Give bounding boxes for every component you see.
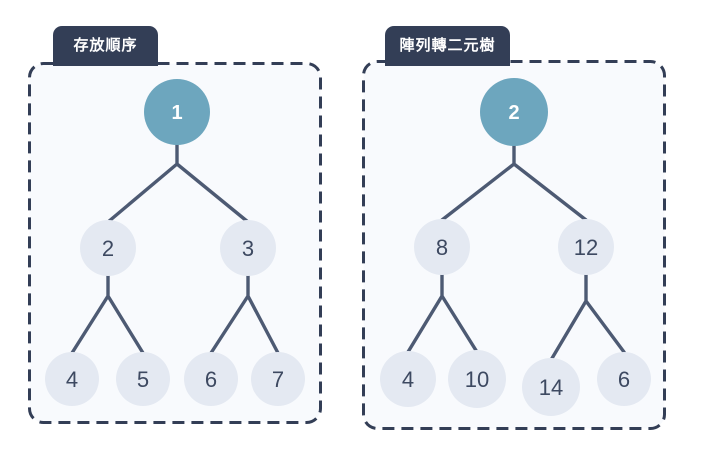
tree-root-value: 2 (508, 102, 519, 124)
panel-title-label: 存放順序 (73, 36, 138, 54)
tree-node-circle (522, 358, 580, 416)
tree-root-circle (144, 79, 210, 145)
tree-node-circle (448, 350, 506, 408)
tree-node-circle (220, 220, 276, 276)
tree-node-value: 6 (618, 367, 630, 392)
panel-title-storage-order: 存放順序 (53, 26, 158, 66)
tree-node-value: 4 (66, 367, 78, 392)
tree-node-circle (597, 352, 651, 406)
panel-dashed-border (362, 60, 666, 430)
tree-edges (406, 144, 626, 362)
tree-node-circle (116, 352, 170, 406)
storage-order-tree-svg: 1 2 3 4 5 6 7 (28, 62, 322, 424)
tree-root-circle (480, 78, 548, 146)
tree-node-circle (80, 220, 136, 276)
tree-node-value: 5 (137, 367, 149, 392)
tree-node-value: 7 (272, 367, 284, 392)
array-to-binary-tree-svg: 2 8 12 4 10 14 6 (362, 60, 666, 430)
tree-node-value: 3 (242, 236, 254, 261)
tree-root-value: 1 (171, 102, 182, 124)
panel-dashed-border (28, 62, 322, 424)
tree-node-circle (380, 351, 436, 407)
tree-node-value: 8 (436, 235, 448, 260)
tree-node-value: 12 (574, 235, 598, 260)
tree-node-value: 6 (205, 367, 217, 392)
storage-order-panel: 1 2 3 4 5 6 7 (28, 62, 322, 424)
tree-nodes: 1 2 3 4 5 6 7 (45, 79, 305, 406)
tree-nodes: 2 8 12 4 10 14 6 (380, 78, 651, 416)
tree-node-value: 10 (465, 367, 489, 392)
tree-node-circle (251, 352, 305, 406)
tree-node-circle (184, 352, 238, 406)
tree-node-circle (558, 219, 614, 275)
tree-node-value: 2 (102, 236, 114, 261)
tree-node-circle (45, 352, 99, 406)
tree-edges (70, 143, 280, 355)
tree-node-circle (414, 219, 470, 275)
panel-title-label: 陣列轉二元樹 (399, 36, 496, 54)
panel-title-array-to-binary-tree: 陣列轉二元樹 (385, 26, 510, 66)
tree-node-value: 14 (539, 375, 563, 400)
tree-node-value: 4 (402, 367, 414, 392)
array-to-binary-tree-panel: 2 8 12 4 10 14 6 (362, 60, 666, 430)
